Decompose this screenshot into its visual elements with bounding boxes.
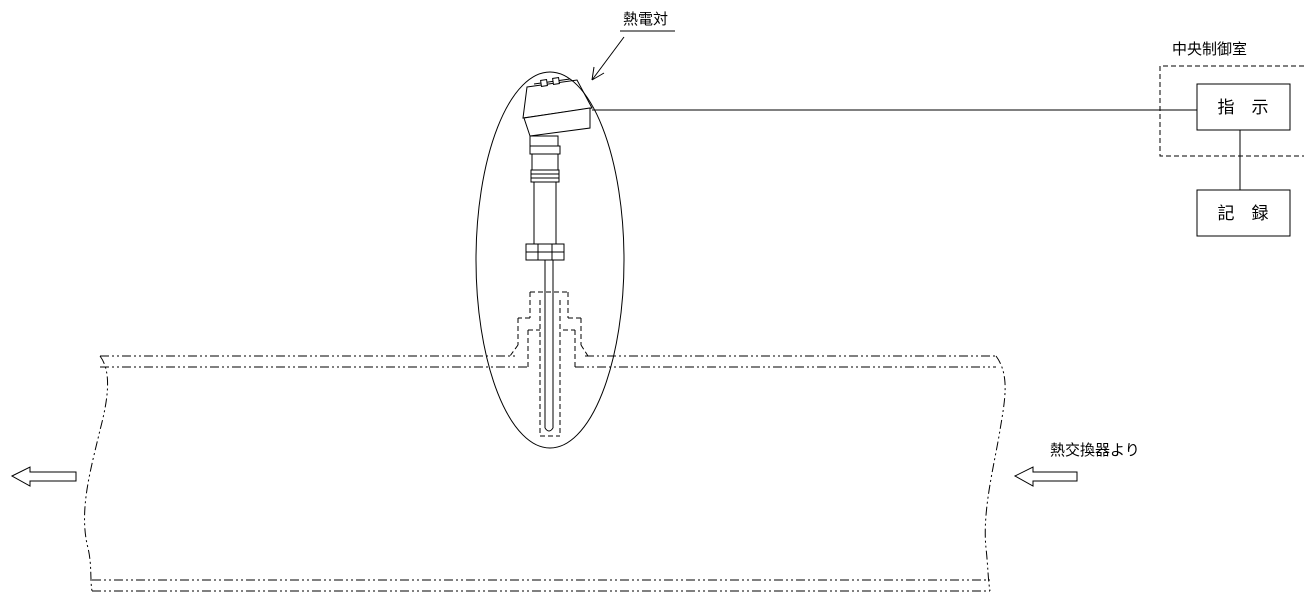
outflow-arrow-icon [10, 466, 77, 487]
thermocouple-arrow-icon [591, 36, 625, 81]
pipe [84, 355, 1006, 592]
inflow-arrow-icon [1013, 466, 1078, 487]
indicator-label: 指 示 [1218, 98, 1269, 118]
central-control-room-label: 中央制御室 [1172, 40, 1247, 58]
indicator-box [1196, 83, 1291, 131]
recorder-box [1196, 189, 1291, 237]
recorder-label: 記 録 [1218, 204, 1269, 224]
thermocouple-label: 熱電対 [623, 10, 668, 28]
thermowell [509, 291, 589, 437]
thermocouple-callout-ellipse [475, 71, 625, 449]
central-control-room-boundary [1159, 65, 1304, 157]
thermocouple-sensor [522, 77, 593, 432]
from-heat-exchanger-label: 熱交換器より [1050, 441, 1140, 459]
